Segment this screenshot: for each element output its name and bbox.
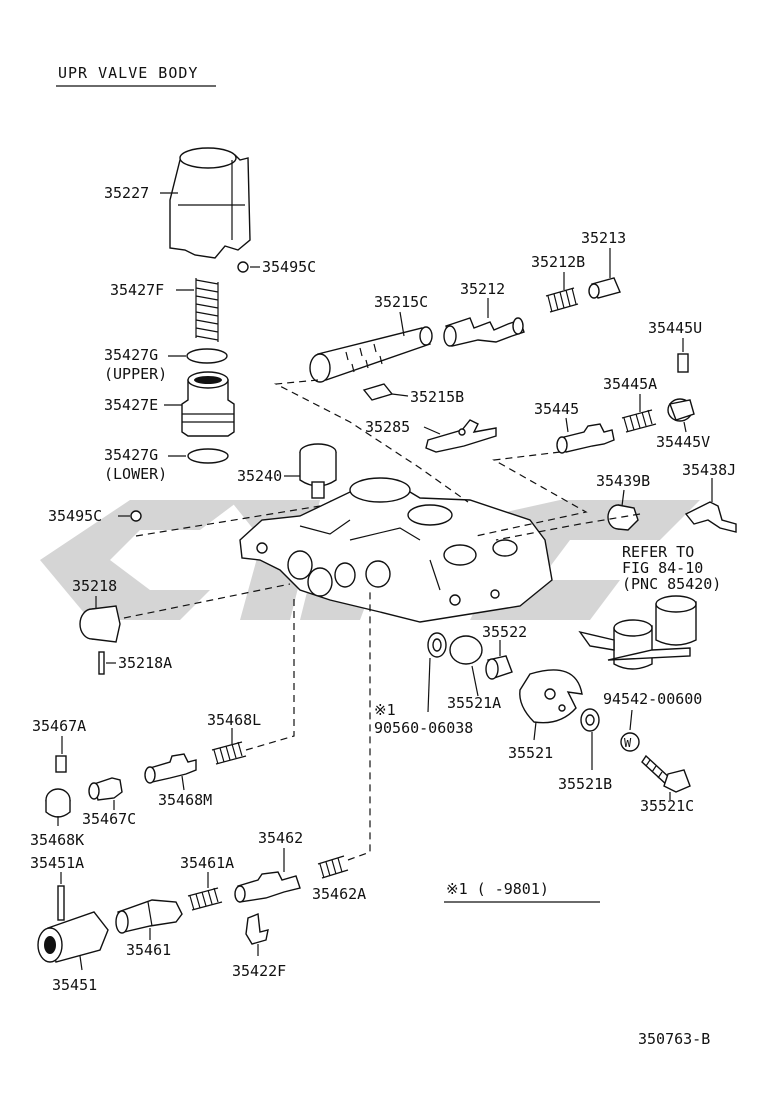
part-35285-plate bbox=[425, 419, 497, 453]
note-refer-line-1: REFER TO bbox=[622, 543, 694, 561]
label-35215c: 35215C bbox=[374, 293, 428, 311]
label-35445v: 35445V bbox=[656, 433, 710, 451]
label-35427g-lower: 35427G bbox=[104, 446, 158, 464]
label-35240: 35240 bbox=[237, 467, 282, 485]
part-35227-solenoid-cover bbox=[169, 147, 251, 259]
label-35438j: 35438J bbox=[682, 461, 736, 479]
part-35467a-pin bbox=[55, 755, 67, 773]
label-35451: 35451 bbox=[52, 976, 97, 994]
washer-w-symbol bbox=[620, 732, 640, 752]
label-35218: 35218 bbox=[72, 577, 117, 595]
part-35427e-piston bbox=[181, 371, 235, 437]
label-35521a: 35521A bbox=[447, 694, 501, 712]
label-35218a: 35218A bbox=[118, 654, 172, 672]
part-35445-valve bbox=[556, 423, 615, 454]
part-35521c-bolt bbox=[641, 754, 691, 793]
label-35445u: 35445U bbox=[648, 319, 702, 337]
part-35445u-pin bbox=[677, 353, 689, 373]
label-35468k: 35468K bbox=[30, 831, 84, 849]
label-35461a: 35461A bbox=[180, 854, 234, 872]
label-35521c: 35521C bbox=[640, 797, 694, 815]
label-90560-mark: ※1 bbox=[374, 701, 396, 719]
label-35227: 35227 bbox=[104, 184, 149, 202]
label-35422f: 35422F bbox=[232, 962, 286, 980]
washer-w-label: W bbox=[624, 736, 632, 750]
label-35462a: 35462A bbox=[312, 885, 366, 903]
part-35468m-valve bbox=[144, 753, 197, 784]
label-35212: 35212 bbox=[460, 280, 505, 298]
label-35461: 35461 bbox=[126, 941, 171, 959]
part-35495c-ball-b bbox=[130, 510, 142, 522]
part-35451a-pin bbox=[57, 885, 65, 921]
note-refer-line-2: FIG 84-10 bbox=[622, 559, 703, 577]
part-solenoid-pair bbox=[578, 595, 697, 670]
label-35445a: 35445A bbox=[603, 375, 657, 393]
label-35445: 35445 bbox=[534, 400, 579, 418]
label-90560: 90560-06038 bbox=[374, 719, 473, 737]
label-35495c-b: 35495C bbox=[48, 507, 102, 525]
part-35240-check-valve bbox=[299, 443, 337, 499]
part-35212-valve bbox=[443, 317, 525, 347]
figure-code: 350763-B bbox=[638, 1030, 710, 1048]
label-35451a: 35451A bbox=[30, 854, 84, 872]
part-35462a-spring bbox=[317, 855, 349, 879]
part-35439b-plug bbox=[607, 504, 639, 531]
part-35521-cover bbox=[519, 669, 583, 724]
label-35521b: 35521B bbox=[558, 775, 612, 793]
diagram-title: UPR VALVE BODY bbox=[58, 64, 198, 82]
part-35213-pin bbox=[588, 277, 621, 299]
part-35438j-clip bbox=[684, 478, 737, 533]
label-upper: (UPPER) bbox=[104, 365, 167, 383]
part-35451-sleeve bbox=[37, 911, 109, 963]
label-35521: 35521 bbox=[508, 744, 553, 762]
part-35215c-sleeve bbox=[309, 326, 433, 383]
part-35461-valve bbox=[115, 899, 183, 934]
label-35427f: 35427F bbox=[110, 281, 164, 299]
label-35467c: 35467C bbox=[82, 810, 136, 828]
part-35427f-spring bbox=[195, 278, 219, 342]
footnote-range: ※1 ( -9801) bbox=[446, 880, 549, 898]
part-35218-plug bbox=[79, 605, 121, 643]
part-90560-washer bbox=[427, 632, 447, 658]
part-35422f-clip bbox=[245, 913, 269, 945]
label-35467a: 35467A bbox=[32, 717, 86, 735]
part-35522-piston bbox=[485, 655, 513, 680]
part-35445a-spring bbox=[621, 409, 657, 433]
part-35468k-plug bbox=[45, 788, 71, 818]
label-35427g-upper: 35427G bbox=[104, 346, 158, 364]
label-35439b: 35439B bbox=[596, 472, 650, 490]
part-35468l-spring bbox=[211, 741, 247, 765]
part-35462-valve bbox=[234, 871, 301, 903]
part-35461a-spring bbox=[187, 887, 223, 911]
part-35215b-key bbox=[362, 383, 394, 401]
label-35462: 35462 bbox=[258, 829, 303, 847]
label-35495c-a: 35495C bbox=[262, 258, 316, 276]
part-35521b-washer bbox=[580, 708, 600, 732]
label-35427e: 35427E bbox=[104, 396, 158, 414]
label-35522: 35522 bbox=[482, 623, 527, 641]
note-refer-line-3: (PNC 85420) bbox=[622, 575, 721, 593]
part-35427g-lower-ring bbox=[187, 448, 229, 464]
label-35215b: 35215B bbox=[410, 388, 464, 406]
part-35495c-ball bbox=[237, 261, 249, 273]
part-35521a-spring bbox=[449, 635, 483, 665]
label-35212b: 35212B bbox=[531, 253, 585, 271]
part-35467c-plug bbox=[88, 777, 123, 801]
part-35218a-pin bbox=[98, 651, 105, 675]
label-35213: 35213 bbox=[581, 229, 626, 247]
label-lower: (LOWER) bbox=[104, 465, 167, 483]
label-35468m: 35468M bbox=[158, 791, 212, 809]
part-35445v-plug bbox=[667, 398, 695, 422]
label-35468l: 35468L bbox=[207, 711, 261, 729]
part-35427g-upper-ring bbox=[186, 348, 228, 364]
part-35212b-spring bbox=[545, 287, 579, 313]
label-94542: 94542-00600 bbox=[603, 690, 702, 708]
part-upper-valve-body bbox=[239, 477, 553, 623]
label-35285: 35285 bbox=[365, 418, 410, 436]
